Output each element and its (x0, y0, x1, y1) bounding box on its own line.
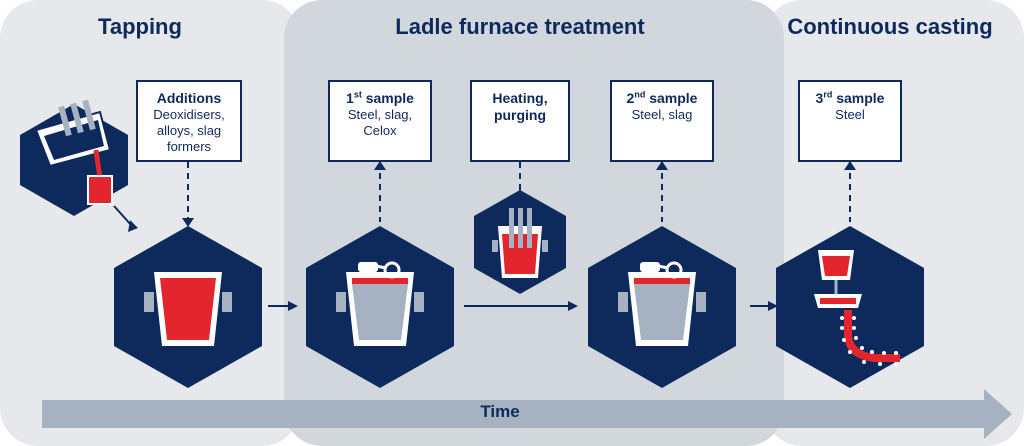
sample1-body: Steel, slag, Celox (347, 107, 413, 138)
casting-panel (764, 0, 1024, 446)
tapping-title: Tapping (98, 14, 182, 39)
heating-box: Heating, purging (470, 80, 570, 162)
sample2-ladle-hexagon (588, 226, 736, 388)
heating-line1: Heating, (492, 90, 548, 106)
sample3-box: 3rd sample Steel (798, 80, 902, 162)
sample1-box: 1st sample Steel, slag, Celox (328, 80, 432, 162)
arrowhead-sample2 (656, 161, 668, 170)
sample2-title: 2nd sample (626, 89, 698, 106)
heating-ladle-hexagon (474, 190, 566, 294)
arrowhead-sample3 (844, 161, 856, 170)
ladle-tapping-hexagon (114, 226, 262, 388)
sample3-title: 3rd sample (815, 89, 885, 106)
furnace-tapping-hexagon (20, 99, 128, 216)
additions-title: Additions (156, 90, 222, 106)
ladle-title: Ladle furnace treatment (395, 14, 645, 39)
sample1-ladle-hexagon (306, 226, 454, 388)
arrowhead-sample1 (374, 161, 386, 170)
sample3-body: Steel (835, 107, 865, 122)
time-label: Time (480, 402, 520, 421)
tapping-panel (0, 0, 300, 446)
sample2-body: Steel, slag (631, 107, 693, 122)
sample2-box: 2nd sample Steel, slag (610, 80, 714, 162)
sample1-title: 1st sample (346, 89, 414, 106)
heating-line2: purging (493, 107, 547, 123)
arrow-tap-to-ladle (113, 205, 133, 227)
time-arrow (42, 389, 1012, 439)
additions-box: Additions Deoxidisers, alloys, slag form… (136, 80, 242, 162)
additions-body: Deoxidisers, alloys, slag formers (153, 107, 225, 154)
casting-title: Continuous casting (787, 14, 993, 39)
casting-hexagon (776, 226, 924, 388)
arrowhead-additions (182, 218, 194, 227)
